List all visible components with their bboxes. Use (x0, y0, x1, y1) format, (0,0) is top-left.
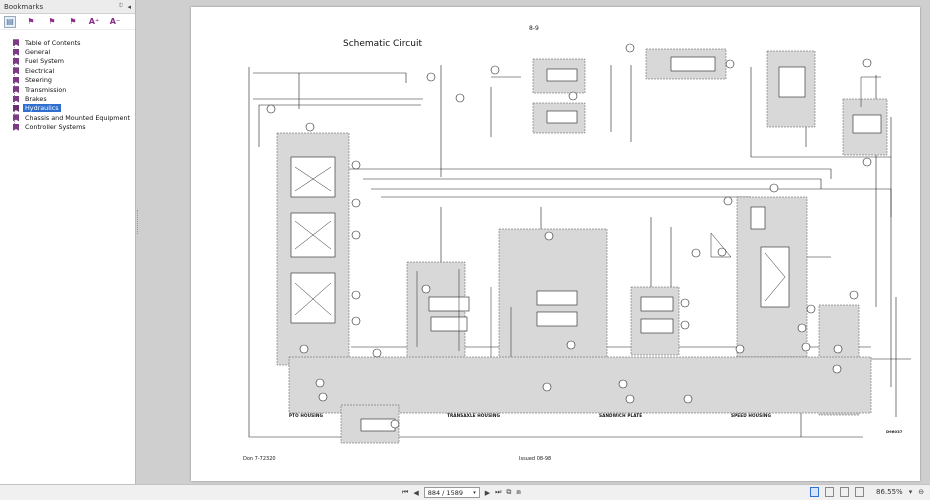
page-number: 8-9 (529, 25, 539, 32)
bookmark-label: Steering (25, 76, 52, 85)
hydraulic-schematic-drawing (248, 43, 911, 444)
text-larger-icon[interactable]: A⁺ (88, 17, 100, 26)
zoom-level[interactable]: 86.55% (876, 488, 903, 496)
bookmarks-header: Bookmarks ⯐ ◂ (0, 0, 135, 14)
footer-issued: Issued 08-98 (519, 456, 552, 462)
single-page-view-icon[interactable] (810, 487, 819, 497)
bookmark-item-table-of-contents[interactable]: Table of Contents (10, 38, 135, 47)
bookmark-label: Fuel System (25, 57, 64, 66)
collapse-left-icon[interactable]: ◂ (127, 2, 131, 11)
document-area[interactable]: 8-9 Schematic Circuit PTO HOUSING TRANSA… (137, 0, 930, 484)
bookmark-icon (13, 57, 19, 65)
bookmark-label: General (25, 48, 51, 57)
footer-left: Don 7-72320 (243, 456, 276, 462)
bookmark-options-icon[interactable]: ▤ (4, 15, 16, 28)
bookmark-label: Chassis and Mounted Equipment (25, 113, 131, 122)
copy-icon[interactable]: ⧉ (506, 488, 512, 496)
bookmark-item-transmission[interactable]: Transmission (10, 85, 135, 94)
bookmark-item-general[interactable]: General (10, 47, 135, 56)
bookmark-icon (13, 67, 19, 75)
bookmark-item-chassis[interactable]: Chassis and Mounted Equipment (10, 113, 135, 122)
facing-view-icon[interactable] (840, 487, 849, 497)
bookmark-icon (13, 76, 19, 84)
bookmark-icon (13, 104, 19, 112)
page-title: Schematic Circuit (343, 39, 422, 49)
page-number-value: 884 / 1589 (427, 488, 463, 497)
fit-width-icon[interactable] (855, 487, 864, 497)
continuous-view-icon[interactable] (825, 487, 834, 497)
bookmarks-toolbar: ▤ ⚑ ⚑ ⚑ A⁺ A⁻ (0, 14, 135, 30)
label-speed-housing: SPEED HOUSING (731, 413, 772, 418)
zoom-out-icon[interactable]: ⊖ (918, 488, 925, 496)
add-bookmark-icon[interactable]: ⚑ (48, 17, 56, 26)
label-pto-housing: PTO HOUSING (289, 413, 324, 418)
bookmark-item-brakes[interactable]: Brakes (10, 94, 135, 103)
bookmark-item-controller-systems[interactable]: Controller Systems (10, 123, 135, 132)
bookmark-label: Hydraulics (23, 104, 61, 113)
bookmark-icon (13, 48, 19, 56)
bookmark-icon[interactable]: ⚑ (27, 17, 35, 26)
next-page-icon[interactable]: ▶ (484, 488, 491, 497)
page-navigation: ⏮ ◀ 884 / 1589 ▾ ▶ ⏭ ⧉ ⧈ (402, 487, 521, 498)
status-bar: ⏮ ◀ 884 / 1589 ▾ ▶ ⏭ ⧉ ⧈ 86.55% ▾ ⊖ (0, 484, 930, 500)
last-page-icon[interactable]: ⏭ (495, 488, 502, 496)
bookmarks-panel: Bookmarks ⯐ ◂ ▤ ⚑ ⚑ ⚑ A⁺ A⁻ Table of Con… (0, 0, 136, 484)
text-smaller-icon[interactable]: A⁻ (109, 17, 121, 26)
previous-page-icon[interactable]: ◀ (413, 488, 419, 497)
bookmark-icon (13, 95, 19, 103)
page-number-field[interactable]: 884 / 1589 ▾ (423, 487, 480, 498)
bookmark-item-electrical[interactable]: Electrical (10, 66, 135, 75)
view-controls: 86.55% ▾ ⊖ (810, 487, 924, 497)
bookmark-label: Electrical (25, 66, 55, 75)
bookmark-icon (13, 86, 19, 94)
delete-bookmark-icon[interactable]: ⚑ (69, 17, 77, 26)
bookmark-icon (13, 123, 19, 131)
pdf-page: 8-9 Schematic Circuit PTO HOUSING TRANSA… (191, 7, 920, 481)
bookmark-item-fuel-system[interactable]: Fuel System (10, 57, 135, 66)
first-page-icon[interactable]: ⏮ (402, 488, 409, 496)
zoom-dropdown-icon[interactable]: ▾ (908, 488, 913, 496)
label-transaxle-housing: TRANSAXLE HOUSING (447, 413, 500, 418)
label-sandwich-plate: SANDWICH PLATE (599, 413, 643, 418)
bookmark-tree: Table of Contents General Fuel System El… (0, 30, 135, 132)
pin-icon[interactable]: ⯐ (118, 1, 124, 9)
drawing-code: D96037 (886, 429, 903, 434)
chevron-down-icon[interactable]: ▾ (473, 489, 476, 496)
bookmark-label: Controller Systems (25, 123, 86, 132)
splitter-handle[interactable] (137, 210, 139, 234)
bookmark-icon (13, 114, 19, 122)
bookmark-label: Brakes (25, 95, 47, 104)
bookmark-label: Table of Contents (25, 38, 81, 47)
bookmark-icon (13, 39, 19, 47)
bookmark-item-steering[interactable]: Steering (10, 76, 135, 85)
bookmarks-title: Bookmarks (4, 2, 44, 11)
bookmark-label: Transmission (25, 85, 67, 94)
copy-page-icon[interactable]: ⧈ (516, 488, 521, 496)
bookmark-item-hydraulics[interactable]: Hydraulics (10, 104, 135, 113)
